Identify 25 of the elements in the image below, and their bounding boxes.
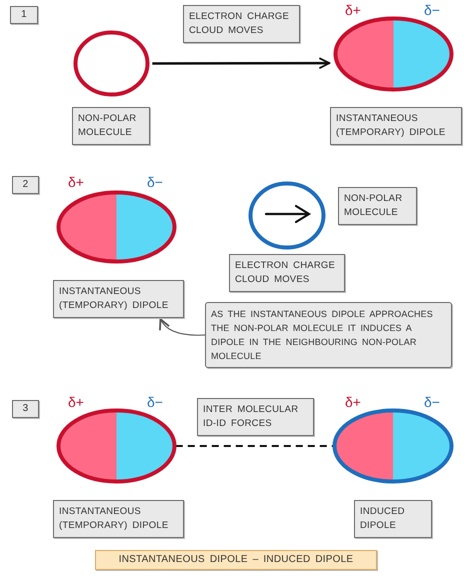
label-box: NON-POLAR MOLECULE (338, 187, 417, 225)
charge-label: δ+ (345, 394, 361, 410)
dashed-line (176, 445, 334, 447)
label-box: ELECTRON CHARGE CLOUD MOVES (229, 254, 345, 292)
label-box: INTER MOLECULAR ID-ID FORCES (197, 398, 314, 436)
charge-label: δ− (147, 394, 163, 410)
label-box: NON-POLAR MOLECULE (72, 107, 150, 145)
leader-line (160, 318, 206, 336)
label-box: INSTANTANEOUS (TEMPORARY) DIPOLE (330, 107, 462, 145)
step-number: 1 (10, 6, 38, 24)
charge-label: δ+ (68, 174, 84, 190)
charge-label: δ− (424, 2, 440, 18)
charge-label: δ+ (345, 2, 361, 18)
step-number: 3 (12, 400, 39, 418)
callout-box: AS THE INSTANTANEOUS DIPOLE APPROACHES THE NON-POLAR MOLECULE IT INDUCES A DIPOLE IN THE NEIGHBOURING NON-POLAR MOLECULE (205, 302, 452, 368)
label-box: ELECTRON CHARGE CLOUD MOVES (183, 5, 300, 43)
summary-banner: INSTANTANEOUS DIPOLE – INDUCED DIPOLE (95, 550, 377, 570)
step-number: 2 (12, 176, 39, 194)
label-box: INSTANTANEOUS (TEMPORARY) DIPOLE (53, 280, 184, 318)
label-box: INSTANTANEOUS (TEMPORARY) DIPOLE (53, 500, 184, 538)
label-box: INDUCED DIPOLE (354, 500, 432, 538)
charge-label: δ− (424, 394, 440, 410)
arrow (152, 57, 330, 70)
charge-label: δ+ (68, 394, 84, 410)
charge-label: δ− (147, 174, 163, 190)
